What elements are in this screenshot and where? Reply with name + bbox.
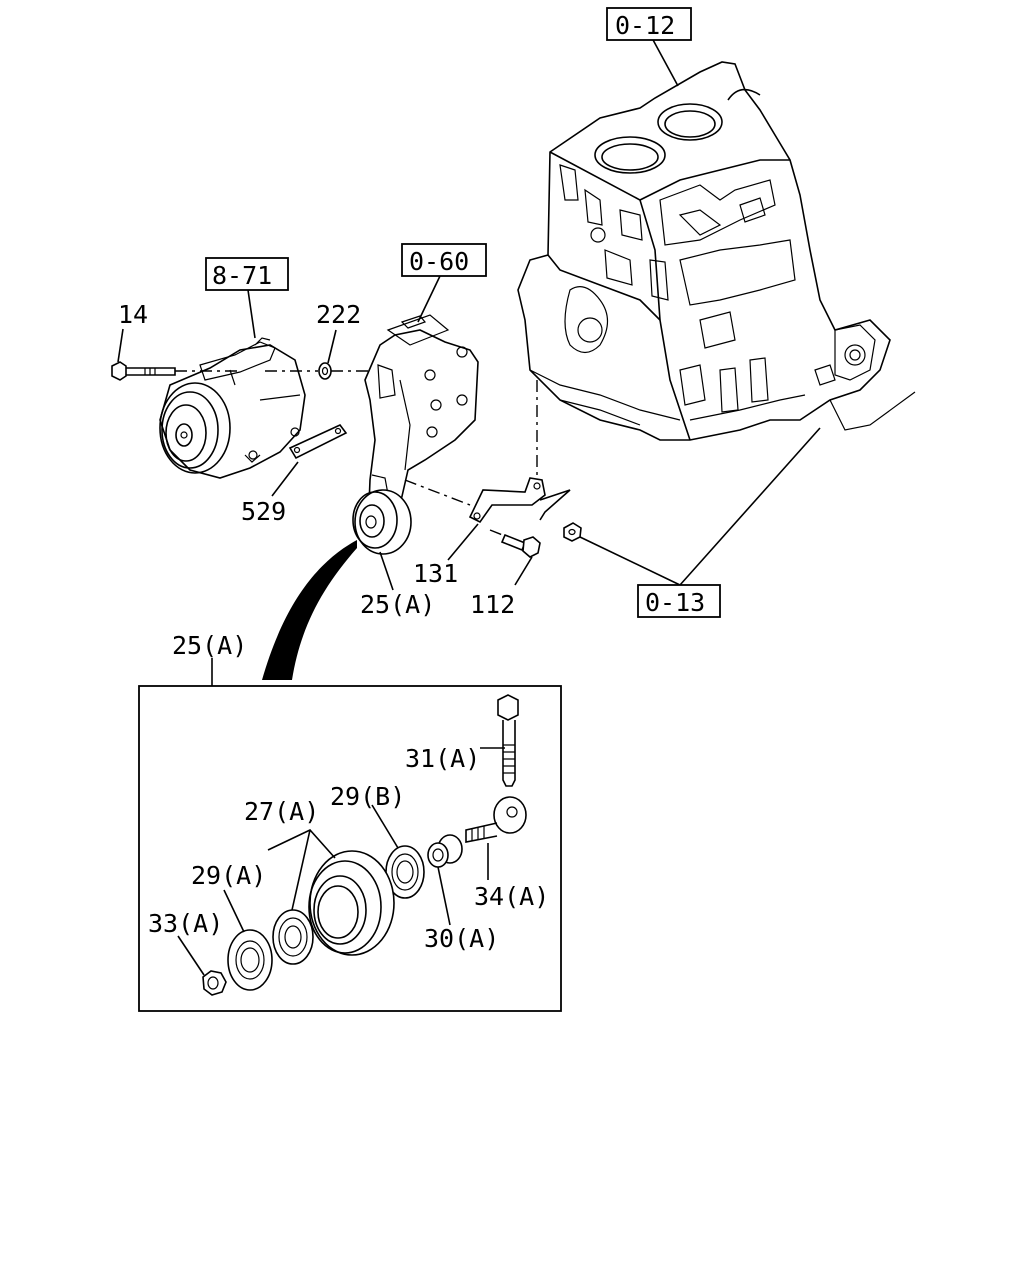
ref-box-0-60: 0-60: [401, 243, 487, 277]
bolt-14: [111, 361, 240, 381]
idler-pulley-assembly: [352, 489, 412, 555]
ref-label-0-60: 0-60: [409, 247, 469, 276]
stay-131: [404, 380, 546, 524]
part-label-25a-detail: 25(A): [172, 631, 247, 660]
ref-label-0-13: 0-13: [645, 588, 705, 617]
ref-box-0-13: 0-13: [637, 584, 721, 618]
part-label-25a: 25(A): [360, 590, 435, 619]
part-label-29a: 29(A): [191, 861, 266, 890]
ac-compressor: [159, 337, 306, 479]
washer-29a: [227, 929, 273, 991]
bolt-31a: [497, 694, 519, 787]
leader-lines: [117, 37, 821, 976]
part-label-30a: 30(A): [424, 924, 499, 953]
part-label-31a: 31(A): [405, 744, 480, 773]
pulley-27a: [308, 850, 395, 956]
bearing-29b: [385, 845, 425, 899]
ref-label-0-12: 0-12: [615, 11, 675, 40]
part-label-27a: 27(A): [244, 797, 319, 826]
part-label-33a: 33(A): [148, 909, 223, 938]
ref-box-0-12: 0-12: [606, 7, 692, 41]
ref-box-8-71: 8-71: [205, 257, 289, 291]
collar-30a: [427, 834, 463, 868]
part-label-14: 14: [118, 300, 148, 329]
part-label-29b: 29(B): [330, 782, 405, 811]
part-label-131: 131: [413, 559, 458, 588]
part-label-112: 112: [470, 590, 515, 619]
part-label-529: 529: [241, 497, 286, 526]
ref-label-8-71: 8-71: [212, 261, 272, 290]
bearing-27a: [272, 909, 314, 965]
plate-529: [288, 424, 348, 460]
detail-arrow: [262, 540, 357, 680]
nut: [539, 489, 582, 542]
detail-box: [138, 685, 562, 1012]
shaft-34a: [465, 796, 527, 843]
nut-33a: [202, 970, 227, 996]
part-label-222: 222: [316, 300, 361, 329]
washer-222: [265, 362, 370, 380]
part-label-34a: 34(A): [474, 882, 549, 911]
engine-block: [517, 61, 916, 441]
bolt-112: [489, 529, 541, 558]
